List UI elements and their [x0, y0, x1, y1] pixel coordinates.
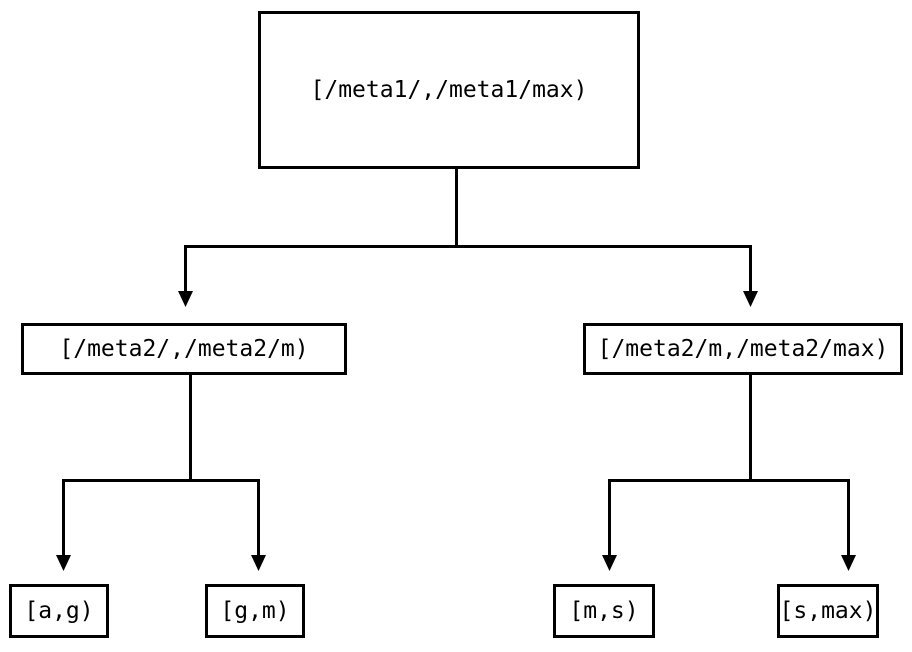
arrowhead-down-icon [743, 291, 758, 307]
tree-node-leaf-smax[interactable]: [s,max) [777, 584, 879, 638]
tree-node-label: [m,s) [569, 597, 639, 624]
edge-line [455, 169, 752, 292]
tree-node-label: [s,max) [779, 597, 877, 624]
arrowhead-down-icon [251, 555, 266, 571]
edge-line [184, 169, 458, 292]
tree-node-label: [/meta2/,/meta2/m) [59, 335, 309, 362]
tree-node-root[interactable]: [/meta1/,/meta1/max) [258, 11, 640, 169]
tree-node-label: [/meta1/,/meta1/max) [310, 76, 588, 103]
tree-node-right-mid[interactable]: [/meta2/m,/meta2/max) [583, 323, 903, 375]
edge-left-mid-to-leaf-ag [56, 375, 192, 571]
tree-node-label: [g,m) [220, 597, 290, 624]
edge-line [62, 375, 192, 556]
edge-left-mid-to-leaf-gm [189, 375, 266, 571]
arrowhead-down-icon [56, 555, 71, 571]
edge-right-mid-to-leaf-ms [602, 375, 752, 571]
arrowhead-down-icon [602, 555, 617, 571]
tree-node-leaf-gm[interactable]: [g,m) [205, 584, 305, 638]
edge-root-to-right-mid [455, 169, 758, 307]
arrowhead-down-icon [841, 555, 856, 571]
tree-node-label: [/meta2/m,/meta2/max) [597, 335, 889, 362]
tree-node-label: [a,g) [24, 597, 94, 624]
tree-node-left-mid[interactable]: [/meta2/,/meta2/m) [21, 323, 347, 375]
arrowhead-down-icon [178, 291, 193, 307]
edge-line [749, 375, 850, 556]
edge-line [189, 375, 260, 556]
edge-right-mid-to-leaf-smax [749, 375, 856, 571]
edge-line [608, 375, 752, 556]
edge-root-to-left-mid [178, 169, 458, 307]
tree-node-leaf-ms[interactable]: [m,s) [553, 584, 655, 638]
tree-node-leaf-ag[interactable]: [a,g) [9, 584, 109, 638]
